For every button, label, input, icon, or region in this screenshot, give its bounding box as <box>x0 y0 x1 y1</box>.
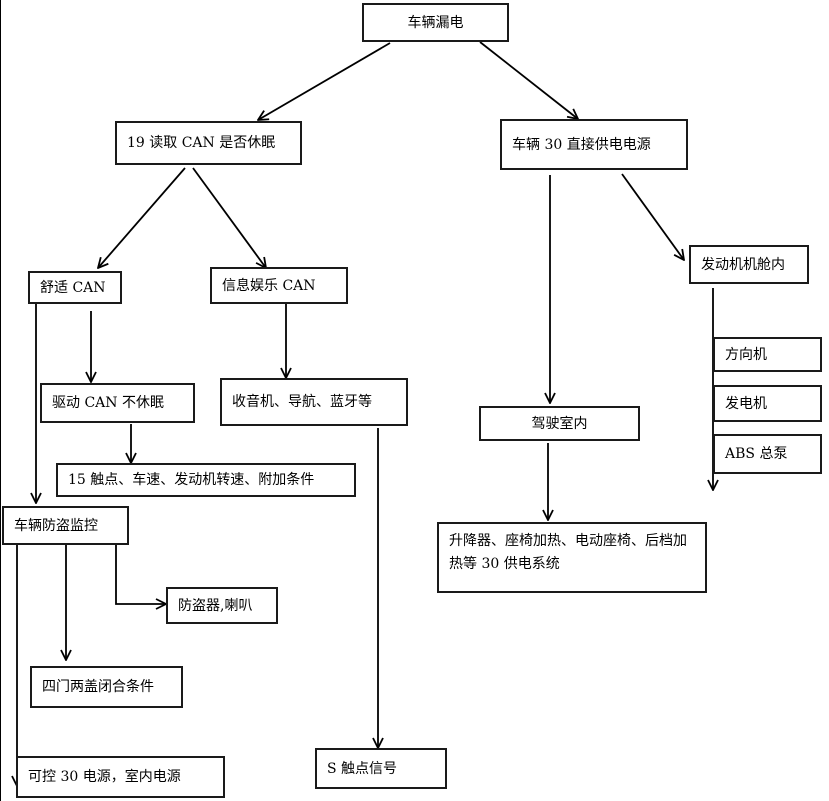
node-steering: 方向机 <box>713 337 822 372</box>
node-vehicle-leakage: 车辆漏电 <box>362 3 509 42</box>
node-controlled-30: 可控 30 电源，室内电源 <box>16 756 225 798</box>
node-abs-pump: ABS 总泵 <box>713 434 822 474</box>
node-alarm-horn: 防盗器,喇叭 <box>166 587 278 624</box>
arrow-30-power-to-engine-bay <box>621 173 684 260</box>
node-direct-30-power: 车辆 30 直接供电电源 <box>500 119 688 170</box>
arrow-anti-theft-to-alarm <box>115 545 166 604</box>
arrow-root-to-can-check <box>258 42 391 120</box>
arrow-can-check-to-infotainment <box>192 167 266 268</box>
node-condition-15: 15 触点、车速、发动机转速、附加条件 <box>56 463 356 497</box>
node-doors-closed: 四门两盖闭合条件 <box>30 666 183 708</box>
node-comfort-can: 舒适 CAN <box>28 271 122 304</box>
arrow-root-to-30-power <box>479 41 578 119</box>
node-read-can-sleep: 19 读取 CAN 是否休眠 <box>115 121 302 165</box>
node-engine-bay: 发动机机舱内 <box>689 245 809 284</box>
node-anti-theft-monitor: 车辆防盗监控 <box>2 506 129 545</box>
node-generator: 发电机 <box>713 385 822 422</box>
node-drive-can-awake: 驱动 CAN 不休眠 <box>40 383 195 423</box>
left-border-line <box>0 0 1 801</box>
node-s-contact: S 触点信号 <box>315 748 447 789</box>
node-radio-nav-bt: 收音机、导航、蓝牙等 <box>220 378 408 426</box>
node-cabin-30-systems: 升降器、座椅加热、电动座椅、后档加热等 30 供电系统 <box>437 522 707 593</box>
arrow-can-check-to-comfort <box>98 167 186 268</box>
node-cabin: 驾驶室内 <box>479 406 640 441</box>
node-infotainment-can: 信息娱乐 CAN <box>210 267 348 304</box>
